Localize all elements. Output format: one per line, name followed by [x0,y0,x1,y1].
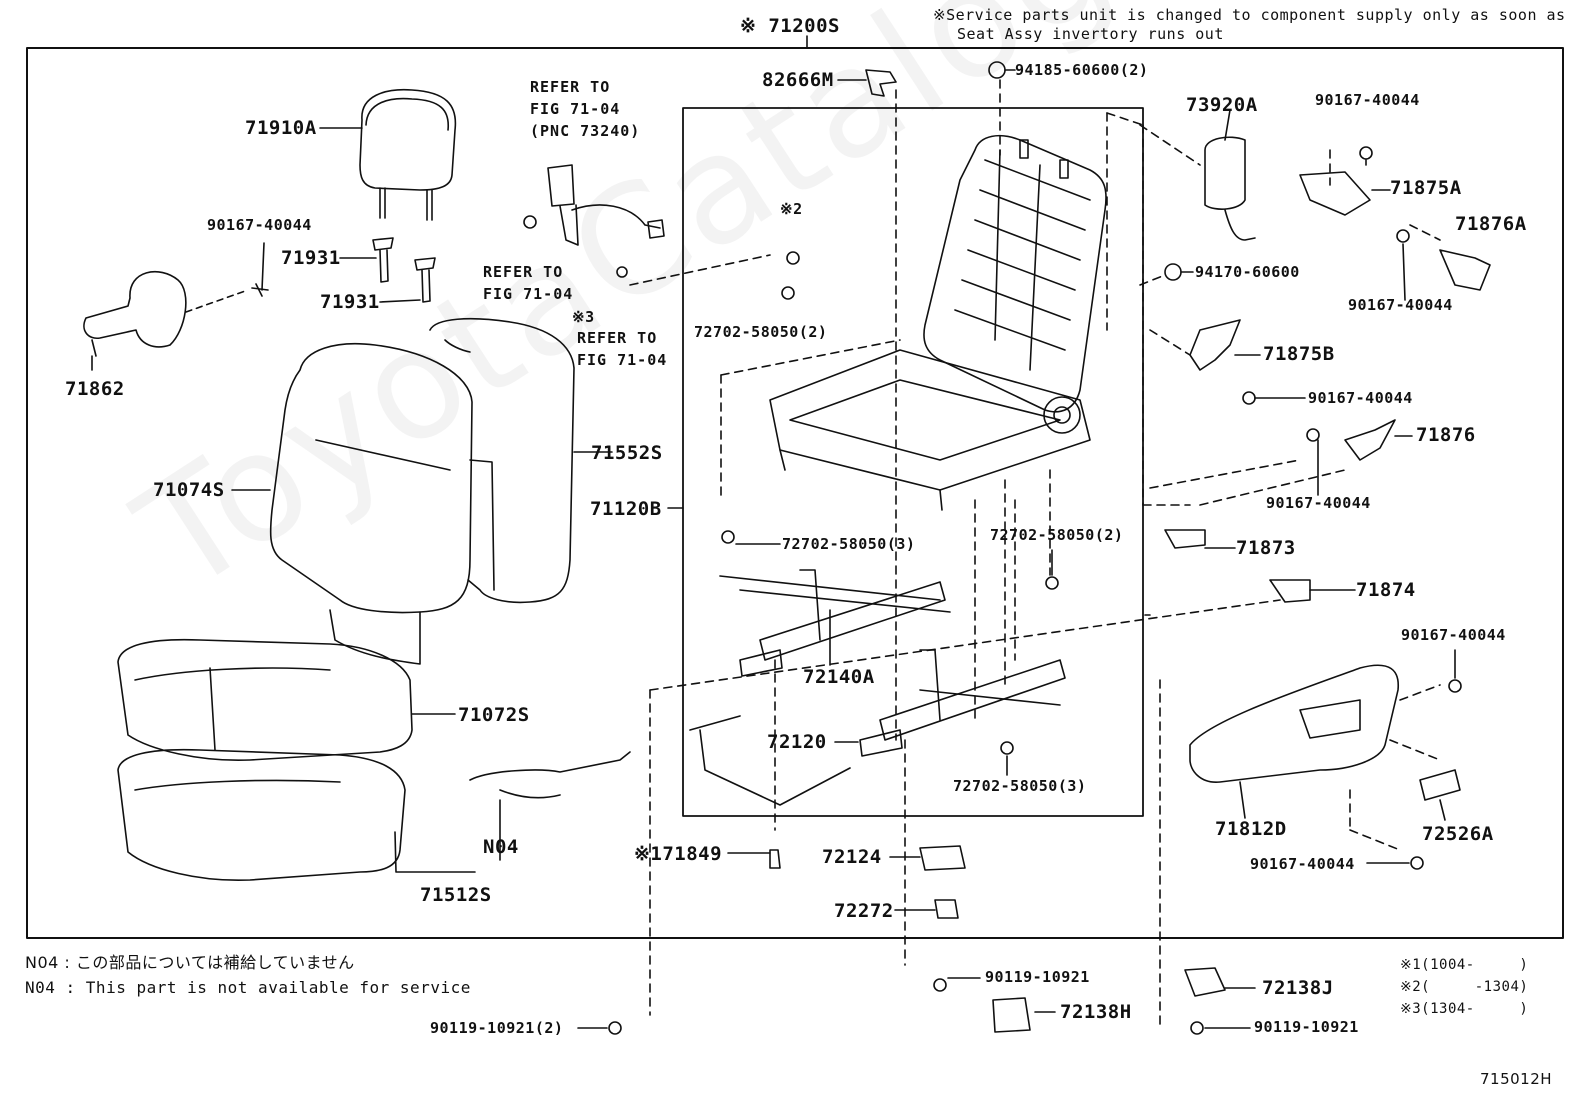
part-71862[interactable]: 71862 [65,378,125,400]
part-94185-60600[interactable]: 94185-60600(2) [1015,61,1149,79]
part-71120b[interactable]: 71120B [590,498,662,520]
clip-82666m-shape [837,69,897,741]
seatback-cover-shape [429,317,613,604]
note-n04-english: N04 : This part is not available for ser… [25,978,471,997]
wire-shape [689,715,851,806]
refer-line: FIG 71-04 [530,99,621,118]
part-72124[interactable]: 72124 [822,846,882,868]
part-71931-a[interactable]: 71931 [281,247,341,269]
part-90119-10921-2[interactable]: 90119-10921(2) [430,1019,564,1037]
part-71931-b[interactable]: 71931 [320,291,380,313]
part-71873[interactable]: 71873 [1236,537,1296,559]
part-90119-10921-a[interactable]: 90119-10921 [985,968,1090,986]
part-71874[interactable]: 71874 [1356,579,1416,601]
symbol-note-1: ※1(1004- ) [1400,957,1529,973]
seat-rail-shapes [719,569,1066,757]
part-90119-10921-b[interactable]: 90119-10921 [1254,1018,1359,1036]
outer-frame [26,47,1564,939]
part-72526a[interactable]: 72526A [1422,823,1494,845]
cushion-pad-shape [117,748,476,882]
part-71875a[interactable]: 71875A [1390,177,1462,199]
mark-3: ※3 [572,308,595,326]
part-71200s[interactable]: ※ 71200S [740,15,840,37]
refer-line: (PNC 73240) [530,121,641,140]
part-73920a[interactable]: 73920A [1186,94,1258,116]
part-90167-40044-a[interactable]: 90167-40044 [1315,91,1420,109]
bolt-shapes [608,61,1462,1035]
refer-line: REFER TO [577,329,658,347]
refer-line: FIG 71-04 [577,350,668,369]
part-72120[interactable]: 72120 [767,731,827,753]
cushion-cover-shape [117,638,456,762]
part-90167-40044-c[interactable]: 90167-40044 [1308,389,1413,407]
part-71876a[interactable]: 71876A [1455,213,1527,235]
part-72138j[interactable]: 72138J [1262,977,1334,999]
part-90167-40044-g[interactable]: 90167-40044 [207,216,312,234]
cushion-frame-shape [769,349,1091,511]
part-72272[interactable]: 72272 [834,900,894,922]
service-note-line1: ※Service parts unit is changed to compon… [933,6,1566,24]
refer-to-fig-3[interactable]: REFER TO FIG 71-04 [577,328,667,372]
seatback-frame-shape [923,134,1107,413]
service-note-line2: Seat Assy invertory runs out [957,25,1224,43]
refer-to-fig-2[interactable]: REFER TO FIG 71-04 [483,262,573,306]
part-90167-40044-d[interactable]: 90167-40044 [1266,494,1371,512]
part-82666m[interactable]: 82666M [762,69,834,91]
part-94170-60600[interactable]: 94170-60600 [1195,263,1300,281]
part-72138h[interactable]: 72138H [1060,1001,1132,1023]
harness-shape [469,751,631,861]
refer-line: REFER TO [530,78,611,96]
headrest-shape [319,88,457,221]
part-72702-58050-b[interactable]: 72702-58050(3) [782,535,916,553]
note-n04-japanese: N04 : この部品については補給していません [25,953,355,972]
part-71875b[interactable]: 71875B [1263,343,1335,365]
part-72702-58050-c[interactable]: 72702-58050(2) [990,526,1124,544]
buckle-shape [523,164,665,278]
part-72702-58050-d[interactable]: 72702-58050(3) [953,777,1087,795]
headrest-guide-shapes [339,237,436,303]
refer-line: FIG 71-04 [483,284,574,303]
part-71876[interactable]: 71876 [1416,424,1476,446]
seatback-pad-shape [231,342,473,665]
part-72140a[interactable]: 72140A [803,666,875,688]
part-71074s[interactable]: 71074S [153,479,225,501]
mark-2: ※2 [780,200,803,218]
part-171849[interactable]: ※171849 [634,843,723,865]
dashed-guides [629,79,1441,1031]
part-71552s[interactable]: 71552S [591,442,663,464]
leader-lines [91,69,1456,1029]
part-n04[interactable]: N04 [483,836,519,858]
refer-to-fig-pnc73240[interactable]: REFER TO FIG 71-04 (PNC 73240) [530,77,640,142]
symbol-note-3: ※3(1304- ) [1400,1001,1529,1017]
right-side-part-shapes [769,136,1491,1033]
part-72702-58050-a[interactable]: 72702-58050(2) [694,323,828,341]
refer-line: REFER TO [483,263,564,281]
symbol-note-2: ※2( -1304) [1400,979,1529,995]
part-71512s[interactable]: 71512S [420,884,492,906]
part-71072s[interactable]: 71072S [458,704,530,726]
part-71812d[interactable]: 71812D [1215,818,1287,840]
part-90167-40044-f[interactable]: 90167-40044 [1250,855,1355,873]
part-90167-40044-b[interactable]: 90167-40044 [1348,296,1453,314]
figure-id: 715012H [1480,1070,1553,1088]
part-90167-40044-e[interactable]: 90167-40044 [1401,626,1506,644]
shield-cover-shape [83,270,269,357]
part-71910a[interactable]: 71910A [245,117,317,139]
